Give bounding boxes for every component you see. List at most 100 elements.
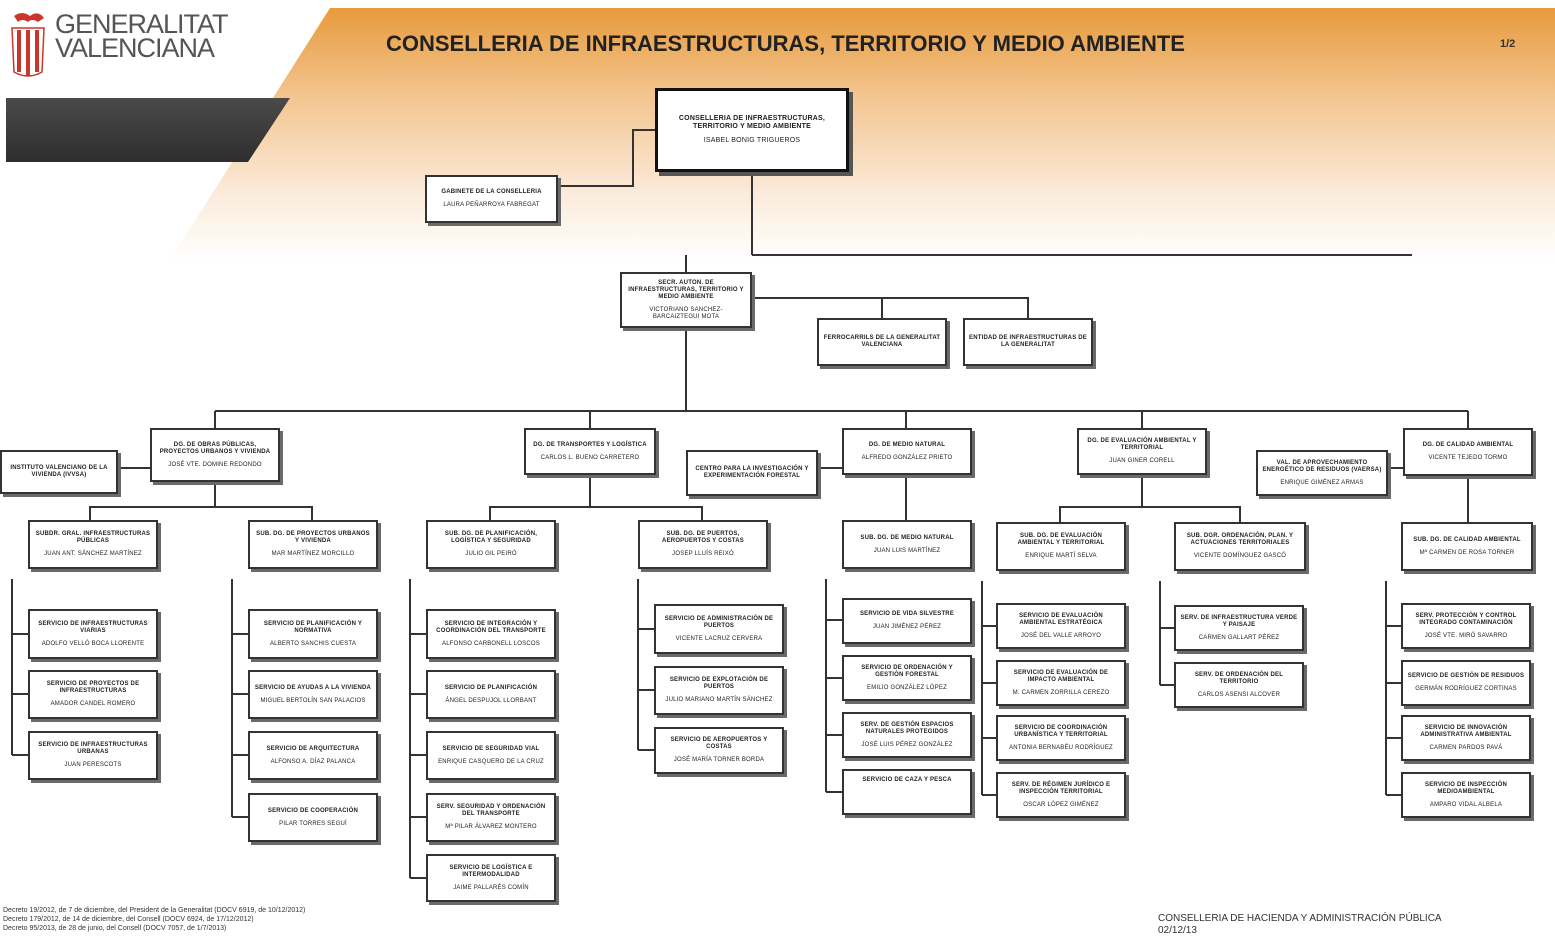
logo-wordmark: GENERALITAT VALENCIANA [55,11,229,63]
box-title: DG. DE MEDIO NATURAL [868,441,946,448]
box-title: SERVICIO DE CAZA Y PESCA [862,777,952,783]
servicio-box: SERVICIO DE CAZA Y PESCA [842,769,972,815]
servicio-box: SERVICIO DE COOPERACIÓN PILAR TORRES SEG… [248,793,378,842]
box-name: OSCAR LÓPEZ GIMÉNEZ [1023,801,1099,808]
box-title: SERVICIO DE INTEGRACIÓN Y COORDINACIÓN D… [436,620,546,634]
servicio-box: SERV. PROTECCIÓN Y CONTROL INTEGRADO CON… [1401,603,1531,649]
decree-line: Decreto 179/2012, de 14 de diciembre, de… [3,916,254,923]
servicio-box: SERVICIO DE AEROPUERTOS Y COSTAS JOSÉ MA… [654,727,784,774]
box-title: SERVICIO DE INNOVACIÓN ADMINISTRATIVA AM… [1420,724,1512,738]
box-title: SERV. DE RÉGIMEN JURÍDICO E INSPECCIÓN T… [1011,781,1111,795]
servicio-box: SERVICIO DE ADMINISTRACIÓN DE PUERTOS VI… [654,604,784,654]
box-title: SERV. DE INFRAESTRUCTURA VERDE Y PAISAJE [1180,614,1298,628]
box-name: ENRIQUE CASQUERO DE LA CRUZ [438,758,544,765]
servicio-box: SERVICIO DE LOGÍSTICA E INTERMODALIDAD J… [426,854,556,902]
servicio-box: SERVICIO DE SEGURIDAD VIAL ENRIQUE CASQU… [426,731,556,780]
box-name: MAR MARTÍNEZ MORCILLO [271,551,355,557]
box-name: VICENTE LACRUZ CERVERA [675,635,763,642]
box-name: Mª PILAR ÁLVAREZ MONTERO [445,824,537,830]
box-name: VICENTE DOMÍNGUEZ GASCÓ [1193,553,1287,559]
box-title: SUB. DG. DE PROYECTOS URBANOS Y VIVIENDA [256,531,370,544]
box-title: SERVICIO DE ARQUITECTURA [266,745,360,752]
box-title: SERVICIO DE ORDENACIÓN Y GESTIÓN FORESTA… [861,664,953,678]
box-title: SERV. PROTECCIÓN Y CONTROL INTEGRADO CON… [1415,612,1517,626]
box-title: SERVICIO DE INFRAESTRUCTURAS VIARIAS [38,620,148,634]
box-title: SERV. DE ORDENACIÓN DEL TERRITORIO [1194,671,1284,685]
servicio-box: SERV. SEGURIDAD Y ORDENACIÓN DEL TRANSPO… [426,793,556,842]
box-name: VICENTE TEJEDO TORMO [1428,455,1508,461]
box-name: JOSEP LLUÍS REIXÓ [672,551,734,557]
box-title: CENTRO PARA LA INVESTIGACIÓN Y EXPERIMEN… [695,466,809,479]
dg-medio-box: DG. DE MEDIO NATURAL ALFREDO GONZÁLEZ PR… [842,428,972,475]
box-name: VICTORIANO SANCHEZ-BARCAIZTEGUI MOTA [649,306,723,320]
box-name: JUAN ANT. SÁNCHEZ MARTÍNEZ [44,551,142,557]
box-name: CARMEN GALLART PÉREZ [1198,634,1280,641]
servicio-box: SERVICIO DE INFRAESTRUCTURAS VIARIAS ADO… [28,609,158,659]
servicio-box: SERVICIO DE AYUDAS A LA VIVIENDA MIGUEL … [248,670,378,719]
box-title: ENTIDAD DE INFRAESTRUCTURAS DE LA GENERA… [969,335,1088,348]
footer-source: CONSELLERIA DE HACIENDA Y ADMINISTRACIÓN… [1158,913,1442,937]
box-title: SERVICIO DE VIDA SILVESTRE [859,611,955,617]
box-title: SERVICIO DE LOGÍSTICA E INTERMODALIDAD [449,864,533,878]
sdg-medio-box: SUB. DG. DE MEDIO NATURAL JUAN LUIS MART… [842,520,972,569]
servicio-box: SERVICIO DE PROYECTOS DE INFRAESTRUCTURA… [28,670,158,719]
sdg-evaluacion-box: SUB. DG. DE EVALUACIÓN AMBIENTAL Y TERRI… [996,522,1126,571]
box-title: DG. DE CALIDAD AMBIENTAL [1422,442,1514,448]
box-name: CARLOS L. BUENO CARRETERO [540,454,640,461]
dg-transportes-box: DG. DE TRANSPORTES Y LOGÍSTICA CARLOS L.… [524,428,656,475]
sdg-puertos-box: SUB. DG. DE PUERTOS, AEROPUERTOS Y COSTA… [638,520,768,569]
box-name: JAIME PALLARÉS COMÍN [453,884,529,891]
connector [1142,506,1241,522]
sdg-infraestructuras-box: SUBDR. GRAL. INFRAESTRUCTURAS PÚBLICAS J… [28,520,158,569]
box-title: CONSELLERIA DE INFRAESTRUCTURAS, TERRITO… [678,115,826,130]
box-title: SERVICIO DE GESTIÓN DE RESIDUOS [1407,673,1525,679]
entidad-box: ENTIDAD DE INFRAESTRUCTURAS DE LA GENERA… [963,318,1093,366]
servicio-box: SERVICIO DE GESTIÓN DE RESIDUOS GERMÁN R… [1401,660,1531,706]
box-title: GABINETE DE LA CONSELLERIA [441,189,542,195]
connector [215,506,313,520]
ferrocarriles-box: FERROCARRILS DE LA GENERALITAT VALENCIAN… [817,318,947,366]
dg-obras-box: DG. DE OBRAS PÚBLICAS, PROYECTOS URBANOS… [150,428,280,482]
servicio-box: SERV. DE ORDENACIÓN DEL TERRITORIO CARLO… [1174,662,1304,708]
box-title: SUBDR. GRAL. INFRAESTRUCTURAS PÚBLICAS [35,531,151,544]
box-name: EMILIO GONZÁLEZ LÓPEZ [867,684,947,691]
gabinete-box: GABINETE DE LA CONSELLERIA LAURA PEÑARRO… [425,175,558,223]
box-name: ENRIQUE MARTÍ SELVA [1025,553,1097,559]
servicio-box: SERV. DE INFRAESTRUCTURA VERDE Y PAISAJE… [1174,605,1304,651]
box-title: SERVICIO DE ADMINISTRACIÓN DE PUERTOS [664,615,774,629]
box-title: SERVICIO DE COOPERACIÓN [267,807,359,814]
connector [752,297,1029,318]
box-name: JOSÉ DEL VALLE ARROYO [1020,632,1102,639]
box-title: SERVICIO DE INSPECCIÓN MEDIOAMBIENTAL [1425,781,1507,795]
box-title: FERROCARRILS DE LA GENERALITAT VALENCIAN… [823,335,941,348]
box-name: ÁNGEL DESPUJOL LLORBANT [445,697,537,704]
servicio-box: SERVICIO DE PLANIFICACIÓN Y NORMATIVA AL… [248,609,378,659]
box-name: ALBERTO SANCHIS CUESTA [269,640,357,647]
box-title: SUB. DG. DE EVALUACIÓN AMBIENTAL Y TERRI… [1017,533,1105,546]
box-name: JOSÉ VTE. DOMINE REDONDO [168,461,262,468]
box-title: DG. DE TRANSPORTES Y LOGÍSTICA [533,441,647,448]
box-name: JUAN JIMÉNEZ PÉREZ [872,624,942,630]
box-name: PILAR TORRES SEGUÍ [279,820,347,827]
box-title: DG. DE OBRAS PÚBLICAS, PROYECTOS URBANOS… [159,441,271,455]
footer-org: CONSELLERIA DE HACIENDA Y ADMINISTRACIÓN… [1158,913,1442,924]
box-name: LAURA PEÑARROYA FABREGAT [443,202,540,208]
servicio-box: SERVICIO DE ORDENACIÓN Y GESTIÓN FORESTA… [842,655,972,701]
box-title: SERVICIO DE COORDINACIÓN URBANÍSTICA Y T… [1014,724,1108,738]
servicio-box: SERV. DE RÉGIMEN JURÍDICO E INSPECCIÓN T… [996,772,1126,818]
connector [1059,475,1143,522]
box-name: ADOLFO VELLÓ BOCA LLORENTE [41,640,145,647]
box-title: SUB. DG. DE MEDIO NATURAL [860,534,954,541]
box-name: GERMÁN RODRÍGUEZ CORTINAS [1415,686,1517,692]
box-name: JULIO GIL PEIRÓ [465,551,517,557]
logo-line-2: VALENCIANA [55,33,215,63]
box-name: ENRIQUE GIMÉNEZ ARMAS [1280,479,1364,486]
box-title: SERVICIO DE AYUDAS A LA VIVIENDA [254,684,372,691]
box-title: SUB. DGR. ORDENACIÓN, PLAN. Y ACTUACIONE… [1186,533,1294,546]
box-name: ALFONSO CARBONELL LOSCOS [442,640,540,647]
box-title: SERVICIO DE EVALUACIÓN DE IMPACTO AMBIEN… [1013,669,1109,683]
box-title: SUB. DG. DE PLANIFICACIÓN, LOGÍSTICA Y S… [444,531,538,544]
box-name: M. CARMEN ZORRILLA CEREZO [1012,689,1110,696]
box-name: CARMEN PARDOS PAVÁ [1429,744,1503,751]
